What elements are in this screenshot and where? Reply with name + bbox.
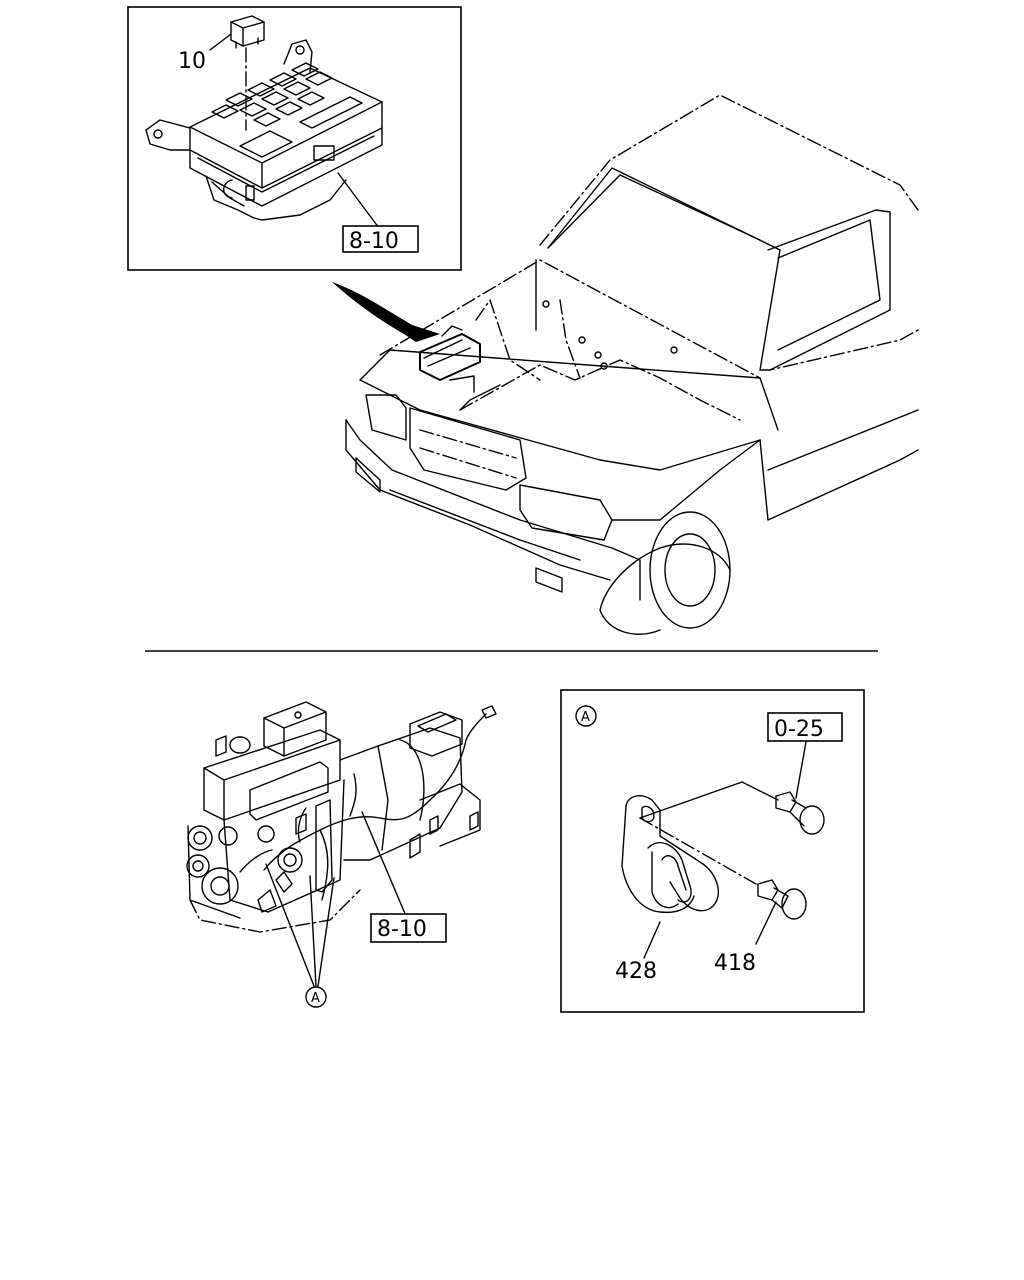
clip-ref-label: 0-25 [774, 717, 824, 742]
fuse-box-icon [145, 39, 383, 221]
engine-illustration [186, 701, 497, 933]
svg-text:A: A [581, 710, 590, 725]
harness-ref-label: 8-10 [377, 917, 427, 942]
bolt-418-label: 418 [714, 951, 756, 976]
detail-marker-a: A [305, 986, 327, 1008]
fuse-box-ref-label: 8-10 [349, 229, 399, 254]
svg-text:A: A [311, 991, 320, 1006]
bolt-upper-icon [775, 791, 825, 835]
clip-428-label: 428 [615, 959, 657, 984]
relay-icon [230, 15, 265, 49]
truck-illustration [345, 94, 919, 635]
fuse-box-inset: 10 [127, 6, 462, 271]
detail-a-marker: A [575, 705, 597, 727]
clip-428-icon [621, 795, 719, 914]
relay-callout: 10 [178, 49, 206, 74]
detail-a-inset: A 0-25 428 418 [560, 689, 865, 1013]
locator-arrow [332, 282, 440, 342]
bolt-418-icon [757, 879, 807, 920]
